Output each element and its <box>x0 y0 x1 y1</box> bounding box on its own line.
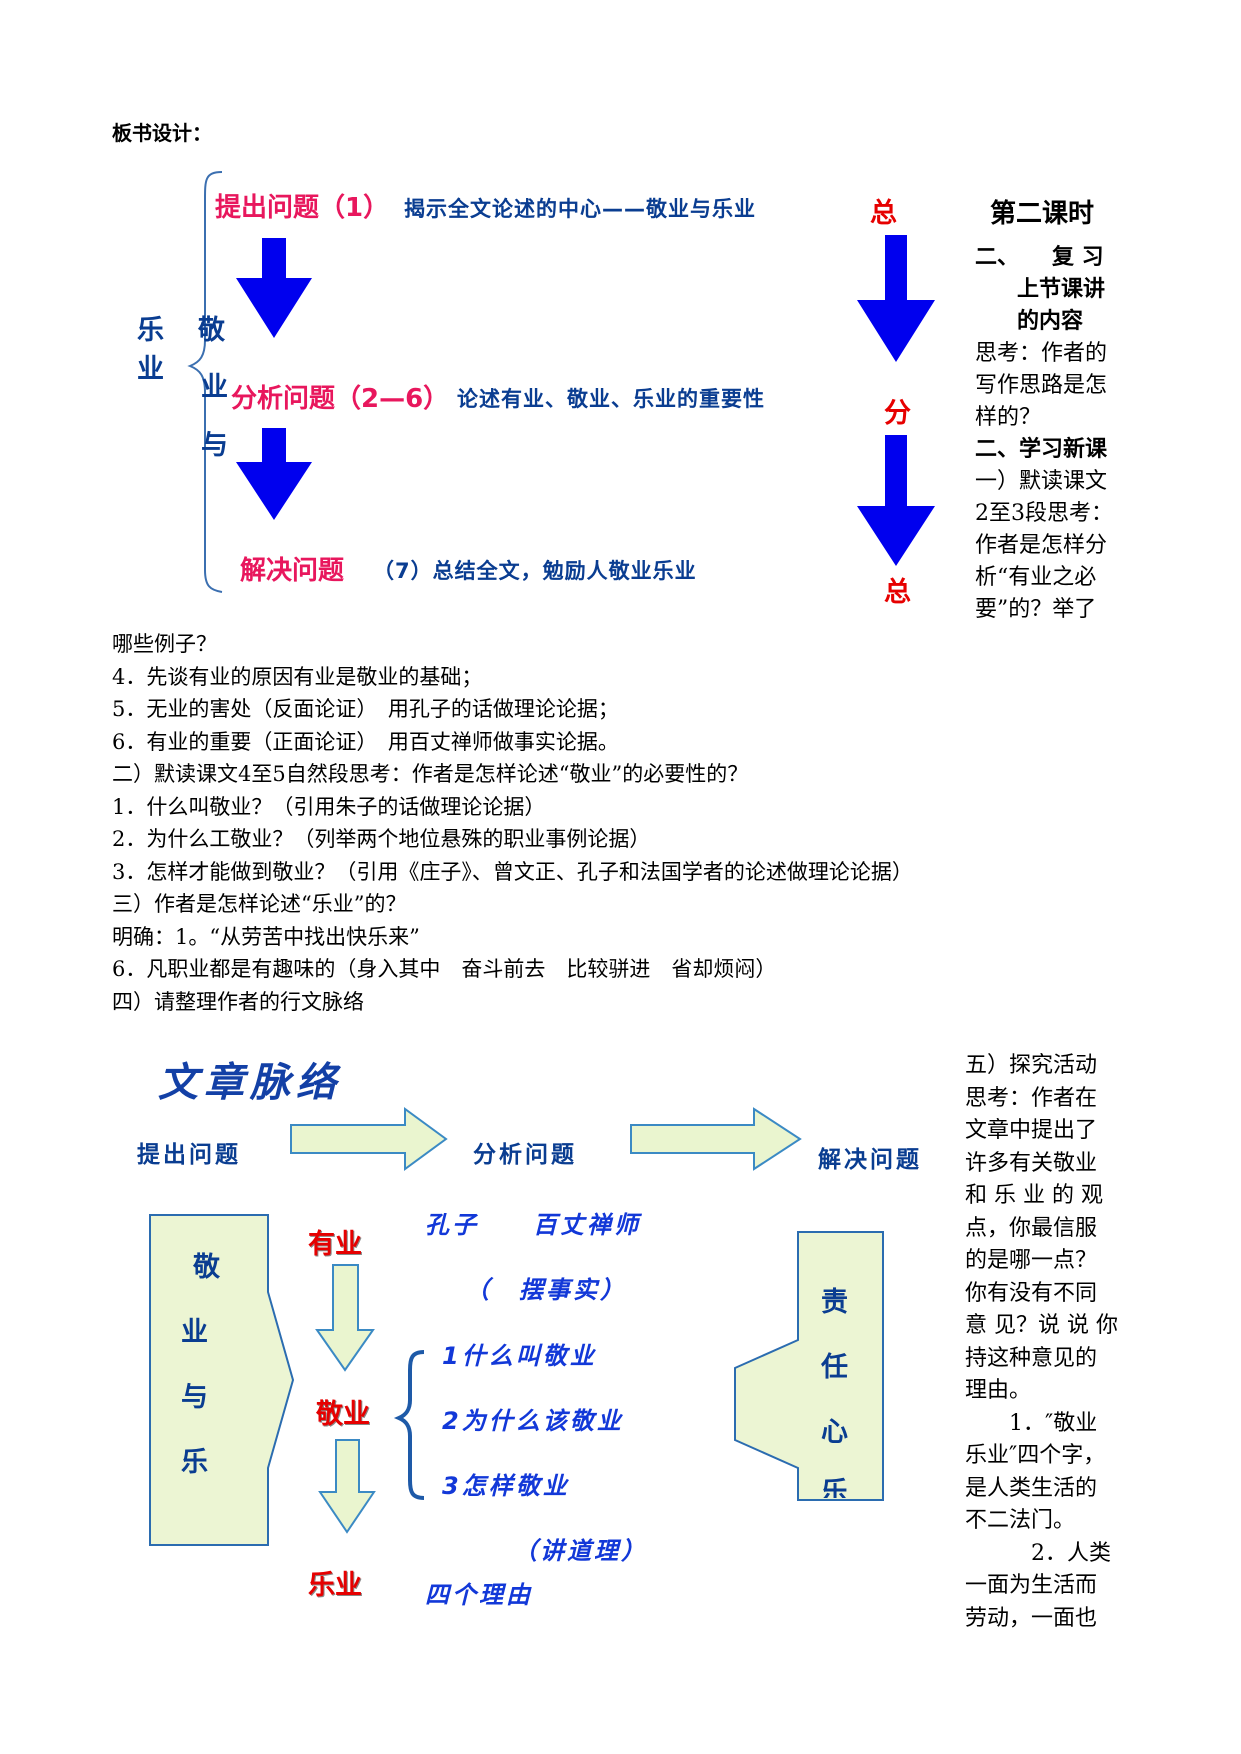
step-analyze: 分析问题 <box>473 1142 577 1168</box>
down-arrow-icon <box>857 435 935 566</box>
row3-text: （7）总结全文，勉励人敬业乐业 <box>373 559 697 583</box>
body-line: 5．无业的害处（反面论证） 用孔子的话做理论论据； <box>112 697 619 721</box>
row1-label: 提出问题（1） <box>215 193 390 223</box>
down-arrow-icon <box>857 235 935 362</box>
body-line: 三）作者是怎样论述“乐业”的？ <box>112 892 407 916</box>
note-line: 二、学习新课 <box>975 437 1108 462</box>
note-line: 思考：作者的 <box>975 341 1108 366</box>
body-line: 2．为什么工敬业？（列举两个地位悬殊的职业事例论据） <box>112 827 651 851</box>
right-panel-char: 心 <box>821 1417 848 1448</box>
note-line: 思考：作者在 <box>965 1085 1098 1111</box>
right-panel-char: 任 <box>821 1352 848 1383</box>
note-line: 2至3段思考： <box>975 501 1113 526</box>
note-line: 和 乐 业 的 观 <box>965 1183 1103 1208</box>
side-char: 业 <box>137 354 164 385</box>
body-line: 二）默读课文4至5自然段思考：作者是怎样论述“敬业”的必要性的？ <box>112 762 749 786</box>
right-arrow-icon <box>630 1107 802 1171</box>
note-line: 意 见？说 说 你 <box>965 1313 1118 1338</box>
note-line: 文章中提出了 <box>965 1118 1098 1143</box>
center-label-jingye: 敬业 <box>316 1399 370 1430</box>
note-four: 四个理由 <box>425 1581 533 1609</box>
right-panel-char: 乐 <box>821 1477 848 1498</box>
diagram1-shapes <box>187 171 935 593</box>
diagram2-shapes <box>149 1107 884 1546</box>
inquiry-notes: 五）探究活动 思考：作者在 文章中提出了 许多有关敬业 和 乐 业 的 观 点，… <box>965 1050 1135 1635</box>
left-panel-char: 乐 <box>181 1447 208 1478</box>
note-facts: （ 摆事实） <box>465 1276 627 1304</box>
right-panel-char: 责 <box>821 1287 848 1318</box>
body-line: 哪些例子？ <box>112 632 217 656</box>
note-q1: 1什么叫敬业 <box>442 1342 597 1370</box>
note-line: 的内容 <box>1017 309 1084 334</box>
right-label: 总 <box>884 577 911 608</box>
down-arrow-icon <box>236 238 312 338</box>
note-reason: （讲道理） <box>513 1537 648 1565</box>
right-panel-arrow <box>734 1231 884 1501</box>
note-line: 写作思路是怎 <box>975 373 1108 398</box>
note-q3: 3怎样敬业 <box>442 1472 570 1500</box>
note-line: 析“有业之必 <box>975 565 1097 590</box>
note-line: 的是哪一点？ <box>965 1248 1098 1273</box>
body-line: 1．什么叫敬业？（引用朱子的话做理论论据） <box>112 794 546 819</box>
step-solve: 解决问题 <box>818 1147 922 1173</box>
row3-label: 解决问题 <box>240 556 345 586</box>
body-line: 4．先谈有业的原因有业是敬业的基础； <box>112 664 483 689</box>
body-text: 哪些例子？ 4．先谈有业的原因有业是敬业的基础； 5．无业的害处（反面论证） 用… <box>112 628 913 1018</box>
left-panel-arrow <box>149 1214 295 1546</box>
row2-label: 分析问题（2—6） <box>231 384 450 414</box>
side-char: 敬 <box>198 315 225 346</box>
diagram2-title: 文章脉络 <box>158 1059 342 1106</box>
brace-line <box>393 1350 425 1500</box>
note-q2: 2为什么该敬业 <box>442 1407 624 1435</box>
note-line: 二、 复 习 <box>975 245 1104 270</box>
note-line: 乐业″四个字， <box>965 1443 1106 1468</box>
body-line: 明确：1。“从劳苦中找出快乐来” <box>112 924 420 949</box>
side-char: 乐 <box>137 315 164 346</box>
note-line: 一）默读课文 <box>975 469 1108 494</box>
left-panel-char: 与 <box>181 1382 208 1413</box>
down-arrow-icon <box>236 428 312 520</box>
left-panel-char: 敬 <box>193 1252 220 1283</box>
note-line: 上节课讲 <box>1017 277 1106 302</box>
lesson2-notes: 二、 复 习 上节课讲 的内容 思考：作者的 写作思路是怎 样的？ 二、学习新课… <box>975 242 1135 626</box>
body-line: 6．有业的重要（正面论证） 用百丈禅师做事实论据。 <box>112 729 619 754</box>
note-line: 是人类生活的 <box>965 1475 1098 1501</box>
lesson-title: 第二课时 <box>990 199 1095 229</box>
note-line: 要”的？举了 <box>975 597 1097 622</box>
note-examples: 孔子 百丈禅师 <box>425 1211 641 1239</box>
right-arrow-icon <box>290 1107 448 1171</box>
body-line: 3．怎样才能做到敬业？（引用《庄子》、曾文正、孔子和法国学者的论述做理论论据） <box>112 859 913 884</box>
right-label: 分 <box>884 398 911 429</box>
note-line: 1．″敬业 <box>965 1410 1098 1436</box>
side-char: 业 <box>201 372 228 403</box>
note-line: 不二法门。 <box>965 1508 1076 1533</box>
note-line: 许多有关敬业 <box>965 1150 1098 1176</box>
note-line: 一面为生活而 <box>965 1573 1098 1598</box>
note-line: 点，你最信服 <box>965 1215 1098 1241</box>
note-line: 2．人类 <box>965 1540 1111 1566</box>
center-label-leye: 乐业 <box>308 1570 362 1601</box>
page-heading: 板书设计： <box>112 121 212 145</box>
body-line: 四）请整理作者的行文脉络 <box>112 989 364 1014</box>
note-line: 你有没有不同 <box>965 1280 1098 1306</box>
body-line: 6．凡职业都是有趣味的（身入其中 奋斗前去 比较骈进 省却烦闷） <box>112 957 777 981</box>
down-arrow-icon <box>315 1264 375 1372</box>
note-line: 样的？ <box>975 405 1042 430</box>
brace-line <box>187 171 223 593</box>
down-arrow-icon <box>318 1439 376 1534</box>
right-label: 总 <box>870 198 897 229</box>
center-label-youye: 有业 <box>308 1229 362 1260</box>
row2-text: 论述有业、敬业、乐业的重要性 <box>457 387 765 411</box>
note-line: 理由。 <box>965 1378 1032 1403</box>
row1-text: 揭示全文论述的中心——敬业与乐业 <box>404 197 756 221</box>
note-line: 持这种意见的 <box>965 1345 1098 1371</box>
step-propose: 提出问题 <box>137 1142 241 1168</box>
note-line: 劳动，一面也 <box>965 1605 1098 1631</box>
side-char: 与 <box>201 430 228 461</box>
note-line: 作者是怎样分 <box>975 533 1108 558</box>
left-panel-char: 业 <box>181 1317 208 1348</box>
note-line: 五）探究活动 <box>965 1053 1098 1078</box>
